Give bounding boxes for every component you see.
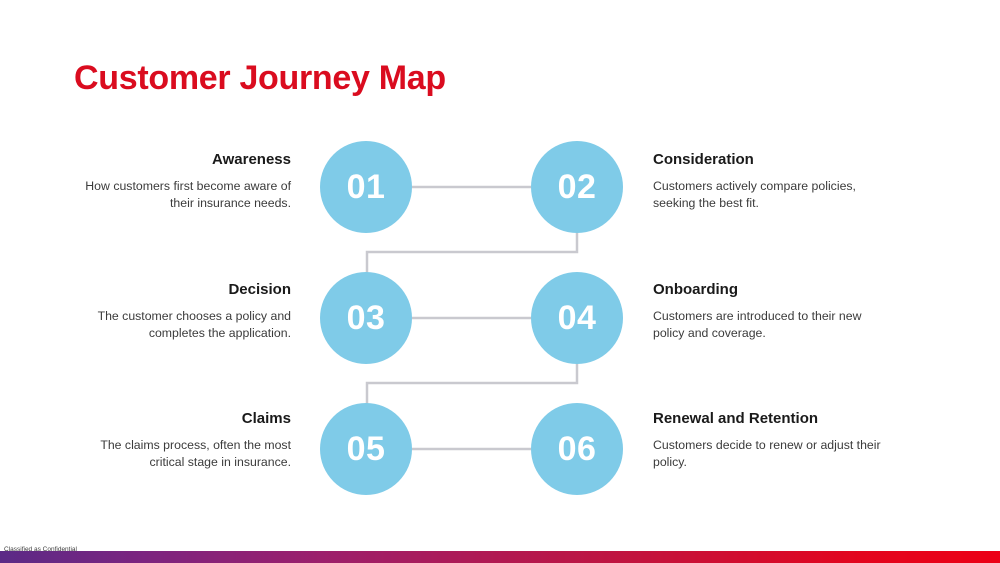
step-description: Customers are introduced to their new po… [653,309,862,340]
step-title: Awareness [212,151,291,168]
step-title: Claims [241,410,291,427]
journey-step-04-text: Onboarding Customers are introduced to t… [653,280,881,341]
node-number: 03 [346,299,386,337]
step-description: Customers actively compare policies, see… [653,179,856,210]
journey-node-06[interactable]: 06 [531,403,623,495]
step-title: Onboarding [653,281,738,298]
journey-node-02[interactable]: 02 [531,141,623,233]
node-number: 02 [557,168,597,206]
footer-gradient-bar [0,551,1000,563]
journey-step-02-text: Consideration Customers actively compare… [653,150,881,211]
node-number: 06 [557,430,597,468]
step-description: How customers first become aware of thei… [85,179,291,210]
node-number: 04 [557,299,597,337]
journey-step-03-text: Decision The customer chooses a policy a… [76,280,291,341]
step-title: Renewal and Retention [653,410,819,427]
step-description: The customer chooses a policy and comple… [97,309,291,340]
connector-04-05 [365,362,579,405]
confidentiality-note: Classified as Confidential [4,546,77,553]
journey-node-05[interactable]: 05 [320,403,412,495]
node-number: 05 [346,430,386,468]
journey-node-03[interactable]: 03 [320,272,412,364]
step-description: Customers decide to renew or adjust thei… [653,438,881,469]
node-number: 01 [346,168,386,206]
journey-step-06-text: Renewal and Retention Customers decide t… [653,409,881,470]
journey-step-05-text: Claims The claims process, often the mos… [76,409,291,470]
step-title: Decision [228,281,291,298]
customer-journey-diagram: 01 Awareness How customers first become … [76,141,881,495]
page-title: Customer Journey Map [74,58,446,97]
connector-02-03 [365,231,579,274]
journey-node-01[interactable]: 01 [320,141,412,233]
step-title: Consideration [653,151,754,168]
step-description: The claims process, often the most criti… [100,438,291,469]
connector-lines [365,185,579,451]
journey-step-01-text: Awareness How customers first become awa… [76,150,291,211]
journey-node-04[interactable]: 04 [531,272,623,364]
